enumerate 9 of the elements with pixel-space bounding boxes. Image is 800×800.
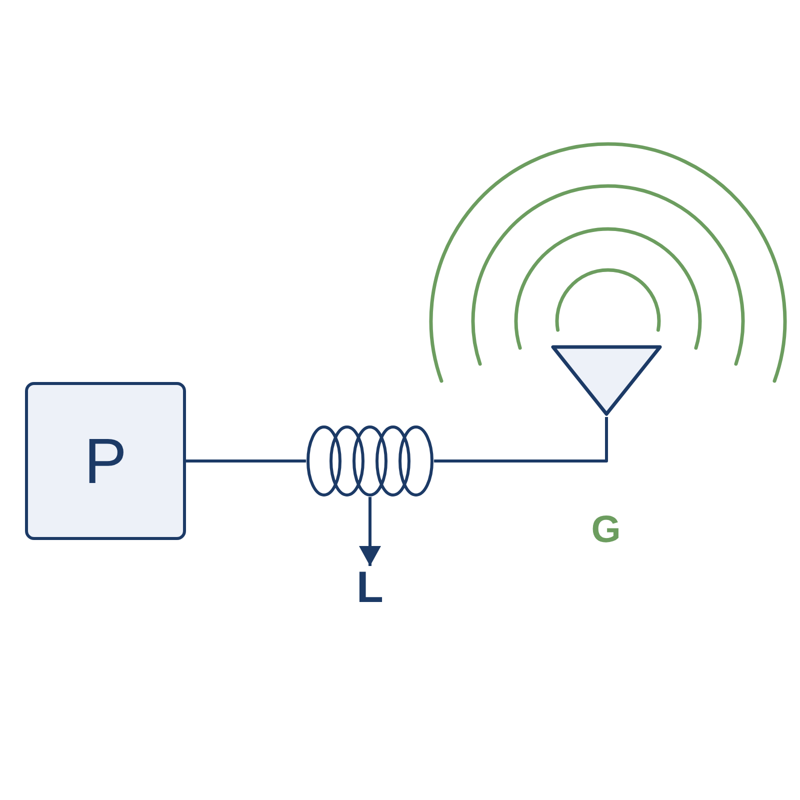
block-box	[25, 382, 186, 540]
connecting-wire	[434, 417, 608, 462]
block-label: P	[84, 429, 127, 493]
antenna-symbol	[551, 345, 662, 417]
arrow	[359, 497, 381, 566]
connecting-wire	[186, 460, 306, 462]
inductor-coil-symbol	[306, 425, 434, 497]
coil-label: L	[356, 566, 384, 610]
antenna-label: G	[591, 511, 621, 549]
